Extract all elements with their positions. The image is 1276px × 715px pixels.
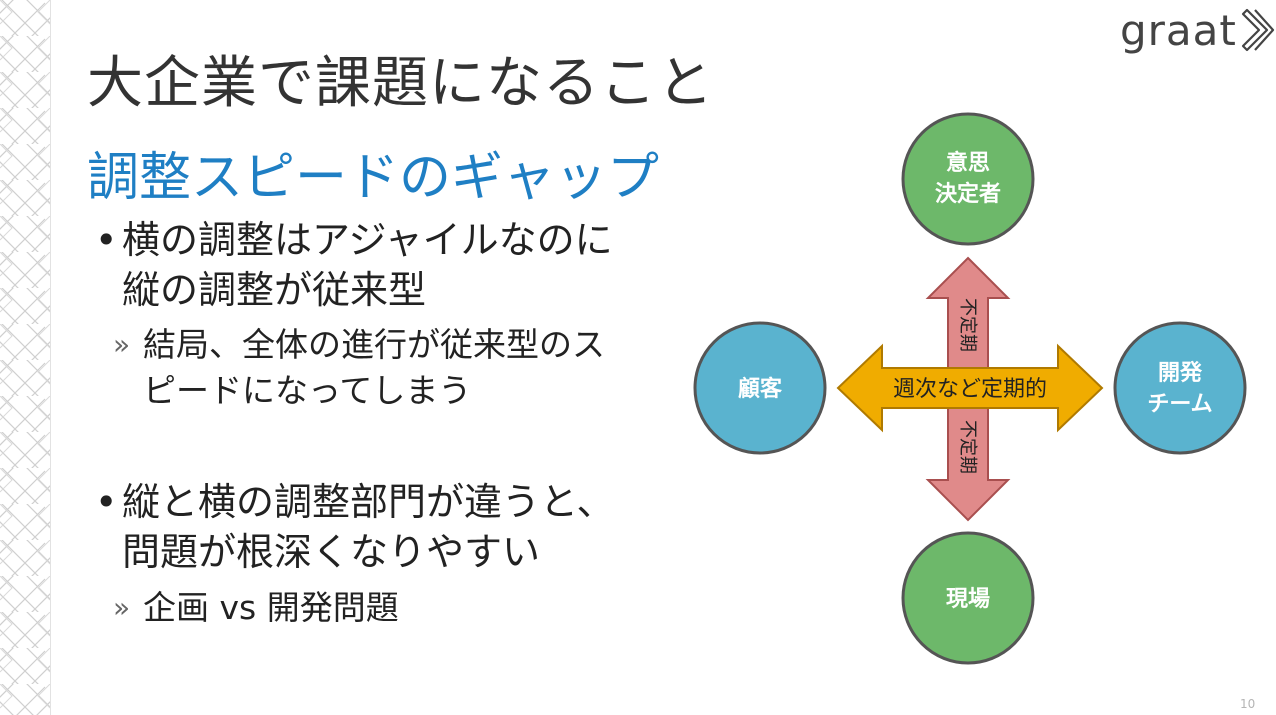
sub-bullet-marker: » [113,328,131,361]
logo-text: graat [1120,5,1237,55]
horizontal-double-arrow [836,343,1104,433]
node-bottom-label: 現場 [946,587,990,612]
bullet-1-line-1: 横の調整はアジャイルなのに [122,218,613,262]
node-right-label-1: 開発 [1158,361,1203,386]
node-top-label-2: 決定者 [935,181,1001,207]
node-top-label-1: 意思 [946,150,990,176]
graat-logo: graat [1120,4,1275,56]
logo-chevron-icon [1241,8,1274,52]
bullet-2-line-2: 問題が根深くなりやすい [122,530,541,574]
slide-title: 大企業で課題になること [87,51,714,116]
node-right-circle [1113,321,1247,455]
slide-subtitle: 調整スピードのギャップ [87,148,660,208]
vertical-arrow-label-down: 不定期 [957,420,978,474]
sub-bullet-1-line-1: 結局、全体の進行が従来型のス [143,325,605,364]
page-number: 10 [1240,697,1256,711]
bullet-dot: • [95,480,118,524]
node-left-circle [693,321,827,455]
sub-bullet-2-line-1: 企画 vs 開発問題 [143,588,399,627]
vertical-arrow-label-up: 不定期 [957,298,978,352]
decorative-pattern-strip [0,0,51,715]
node-top-circle [901,112,1035,246]
sub-bullet-marker: » [113,591,131,624]
bullet-2-line-1: 縦と横の調整部門が違うと、 [122,480,615,524]
horizontal-arrow-label: 週次など定期的 [893,377,1047,402]
bullet-dot: • [95,218,118,262]
node-bottom-circle [901,531,1035,665]
node-right-label-2: チーム [1147,392,1212,417]
node-left-label: 顧客 [738,376,783,402]
sub-bullet-1-line-2: ピードになってしまう [143,371,472,410]
bullet-1-line-2: 縦の調整が従来型 [122,268,427,312]
